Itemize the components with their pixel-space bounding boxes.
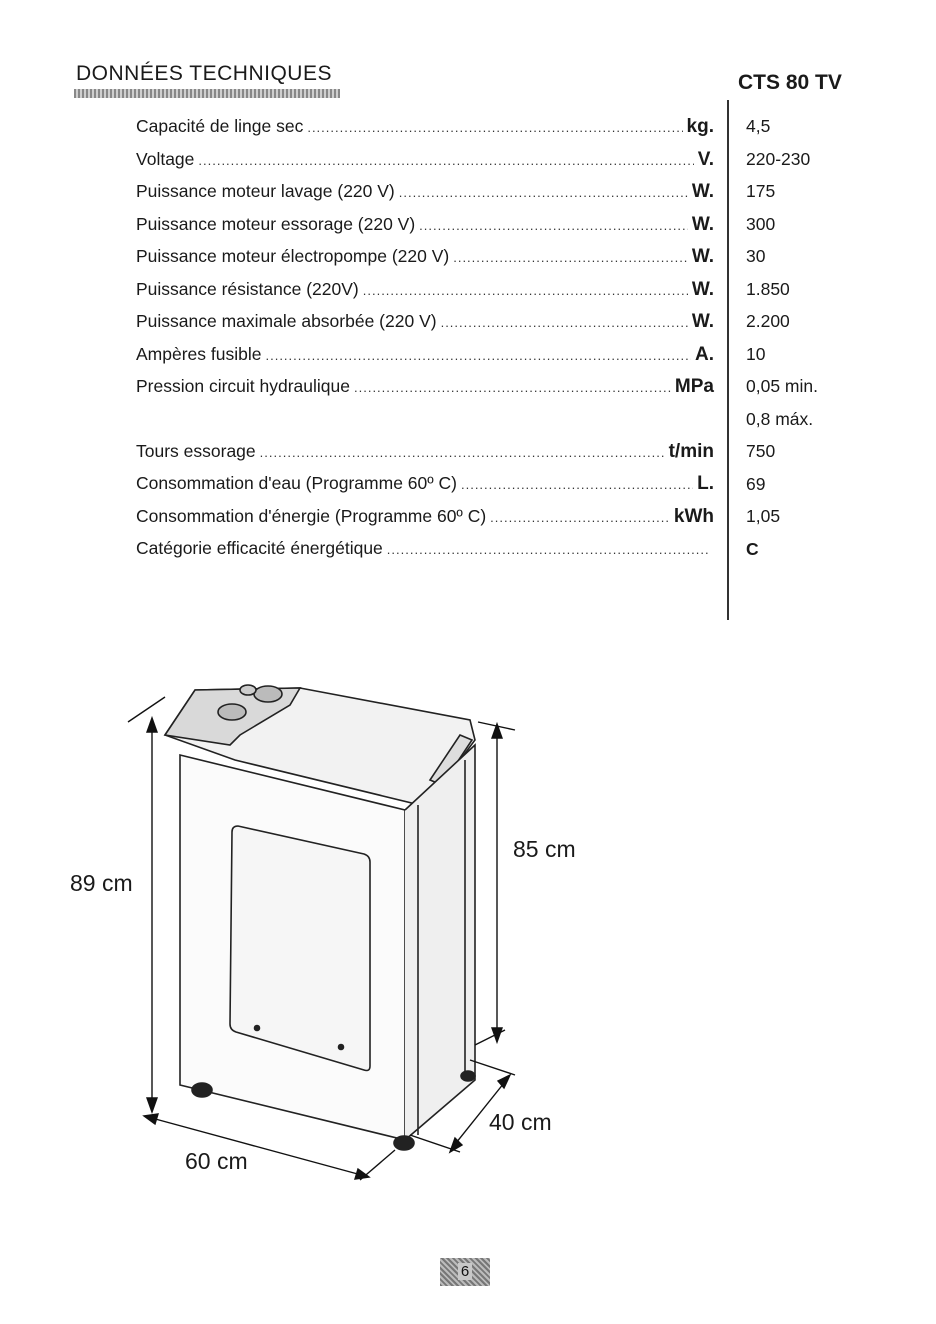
spec-label: Ampères fusible <box>136 343 262 364</box>
spec-label: Tours essorage <box>136 440 256 461</box>
spec-label: Catégorie efficacité énergétique <box>136 538 383 558</box>
spec-label: Puissance moteur lavage (220 V) <box>136 181 395 201</box>
spec-values-column: 4,5 220-230 175 300 30 1.850 2.200 10 0,… <box>746 116 818 571</box>
wheel-icon <box>191 1082 213 1098</box>
spec-value: 1,05 <box>746 506 781 526</box>
page-number-text: 6 <box>457 1263 473 1280</box>
spec-unit: W. <box>691 311 714 332</box>
section-title: DONNÉES TECHNIQUES <box>76 62 332 85</box>
page-number: 6 <box>440 1258 490 1286</box>
spec-value: 1.850 <box>746 278 790 299</box>
spec-value: 750 <box>746 441 776 461</box>
spec-unit: W. <box>691 213 714 235</box>
spec-unit: V. <box>697 148 714 170</box>
spec-unit: kWh <box>673 505 714 527</box>
spec-row: Puissance moteur électropompe (220 V) W. <box>136 246 714 279</box>
spec-value: 175 <box>746 181 776 201</box>
spec-value: 10 <box>746 343 766 364</box>
spec-label: Pression circuit hydraulique <box>136 376 350 396</box>
spec-label: Puissance moteur électropompe (220 V) <box>136 246 450 266</box>
control-knob <box>253 685 283 703</box>
spec-row: Puissance moteur essorage (220 V) W. <box>136 214 714 247</box>
spec-value: 4,5 <box>746 116 771 136</box>
spec-row: Puissance résistance (220V) W. <box>136 279 714 312</box>
dimension-label-height-total: 89 cm <box>70 870 133 896</box>
spec-label: Voltage <box>136 148 195 169</box>
model-name: CTS 80 TV <box>738 71 842 94</box>
dimension-line-40 <box>451 1077 509 1149</box>
spec-unit: A. <box>695 343 714 365</box>
spec-row: Pression circuit hydraulique MPa <box>136 376 714 409</box>
dimension-label-width: 60 cm <box>185 1148 248 1174</box>
spec-labels-column: Capacité de linge sec kg. Voltage V. Puiss… <box>136 116 714 571</box>
spec-value: 30 <box>746 246 766 266</box>
spec-value: 0,8 máx. <box>746 408 814 429</box>
spec-unit: W. <box>691 246 714 267</box>
spec-value: 69 <box>746 473 766 494</box>
spec-row: Capacité de linge sec kg. <box>136 116 714 149</box>
control-knob <box>217 703 247 721</box>
spec-unit: W. <box>691 278 714 300</box>
dimension-label-height-body: 85 cm <box>513 836 576 862</box>
wheel-icon <box>393 1135 415 1151</box>
dimension-label-depth: 40 cm <box>489 1109 552 1135</box>
spec-value: 220-230 <box>746 148 811 169</box>
wheel-icon <box>460 1070 476 1082</box>
dimension-line-60 <box>147 1116 366 1177</box>
spec-unit: t/min <box>668 440 714 462</box>
machine-door <box>229 825 371 1072</box>
spec-row: Catégorie efficacité énergétique <box>136 538 714 571</box>
spec-row: Puissance moteur lavage (220 V) W. <box>136 181 714 214</box>
spec-unit: L. <box>697 473 714 494</box>
spec-label: Capacité de linge sec <box>136 116 304 136</box>
spec-label: Puissance maximale absorbée (220 V) <box>136 311 437 331</box>
spec-row: Voltage V. <box>136 149 714 182</box>
spec-row: Consommation d'énergie (Programme 60º C)… <box>136 506 714 539</box>
spec-value: 0,05 min. <box>746 376 818 396</box>
spec-label: Puissance moteur essorage (220 V) <box>136 213 416 234</box>
spec-label: Consommation d'énergie (Programme 60º C) <box>136 505 487 526</box>
spec-unit: kg. <box>686 116 714 137</box>
spec-row: Tours essorage t/min <box>136 441 714 474</box>
spec-unit: MPa <box>674 376 714 397</box>
column-divider <box>727 100 729 620</box>
machine-side-face <box>404 743 476 1141</box>
spec-value: 2.200 <box>746 311 790 331</box>
spec-row: Ampères fusible A. <box>136 344 714 377</box>
spec-label: Puissance résistance (220V) <box>136 278 359 299</box>
spec-label: Consommation d'eau (Programme 60º C) <box>136 473 457 493</box>
spec-unit: W. <box>691 181 714 202</box>
spec-row: Consommation d'eau (Programme 60º C) L. <box>136 473 714 506</box>
spec-value: C <box>746 538 759 559</box>
title-underline-bar <box>74 89 340 98</box>
control-knob <box>239 684 257 696</box>
spec-row: Puissance maximale absorbée (220 V) W. <box>136 311 714 344</box>
spec-value: 300 <box>746 213 776 234</box>
